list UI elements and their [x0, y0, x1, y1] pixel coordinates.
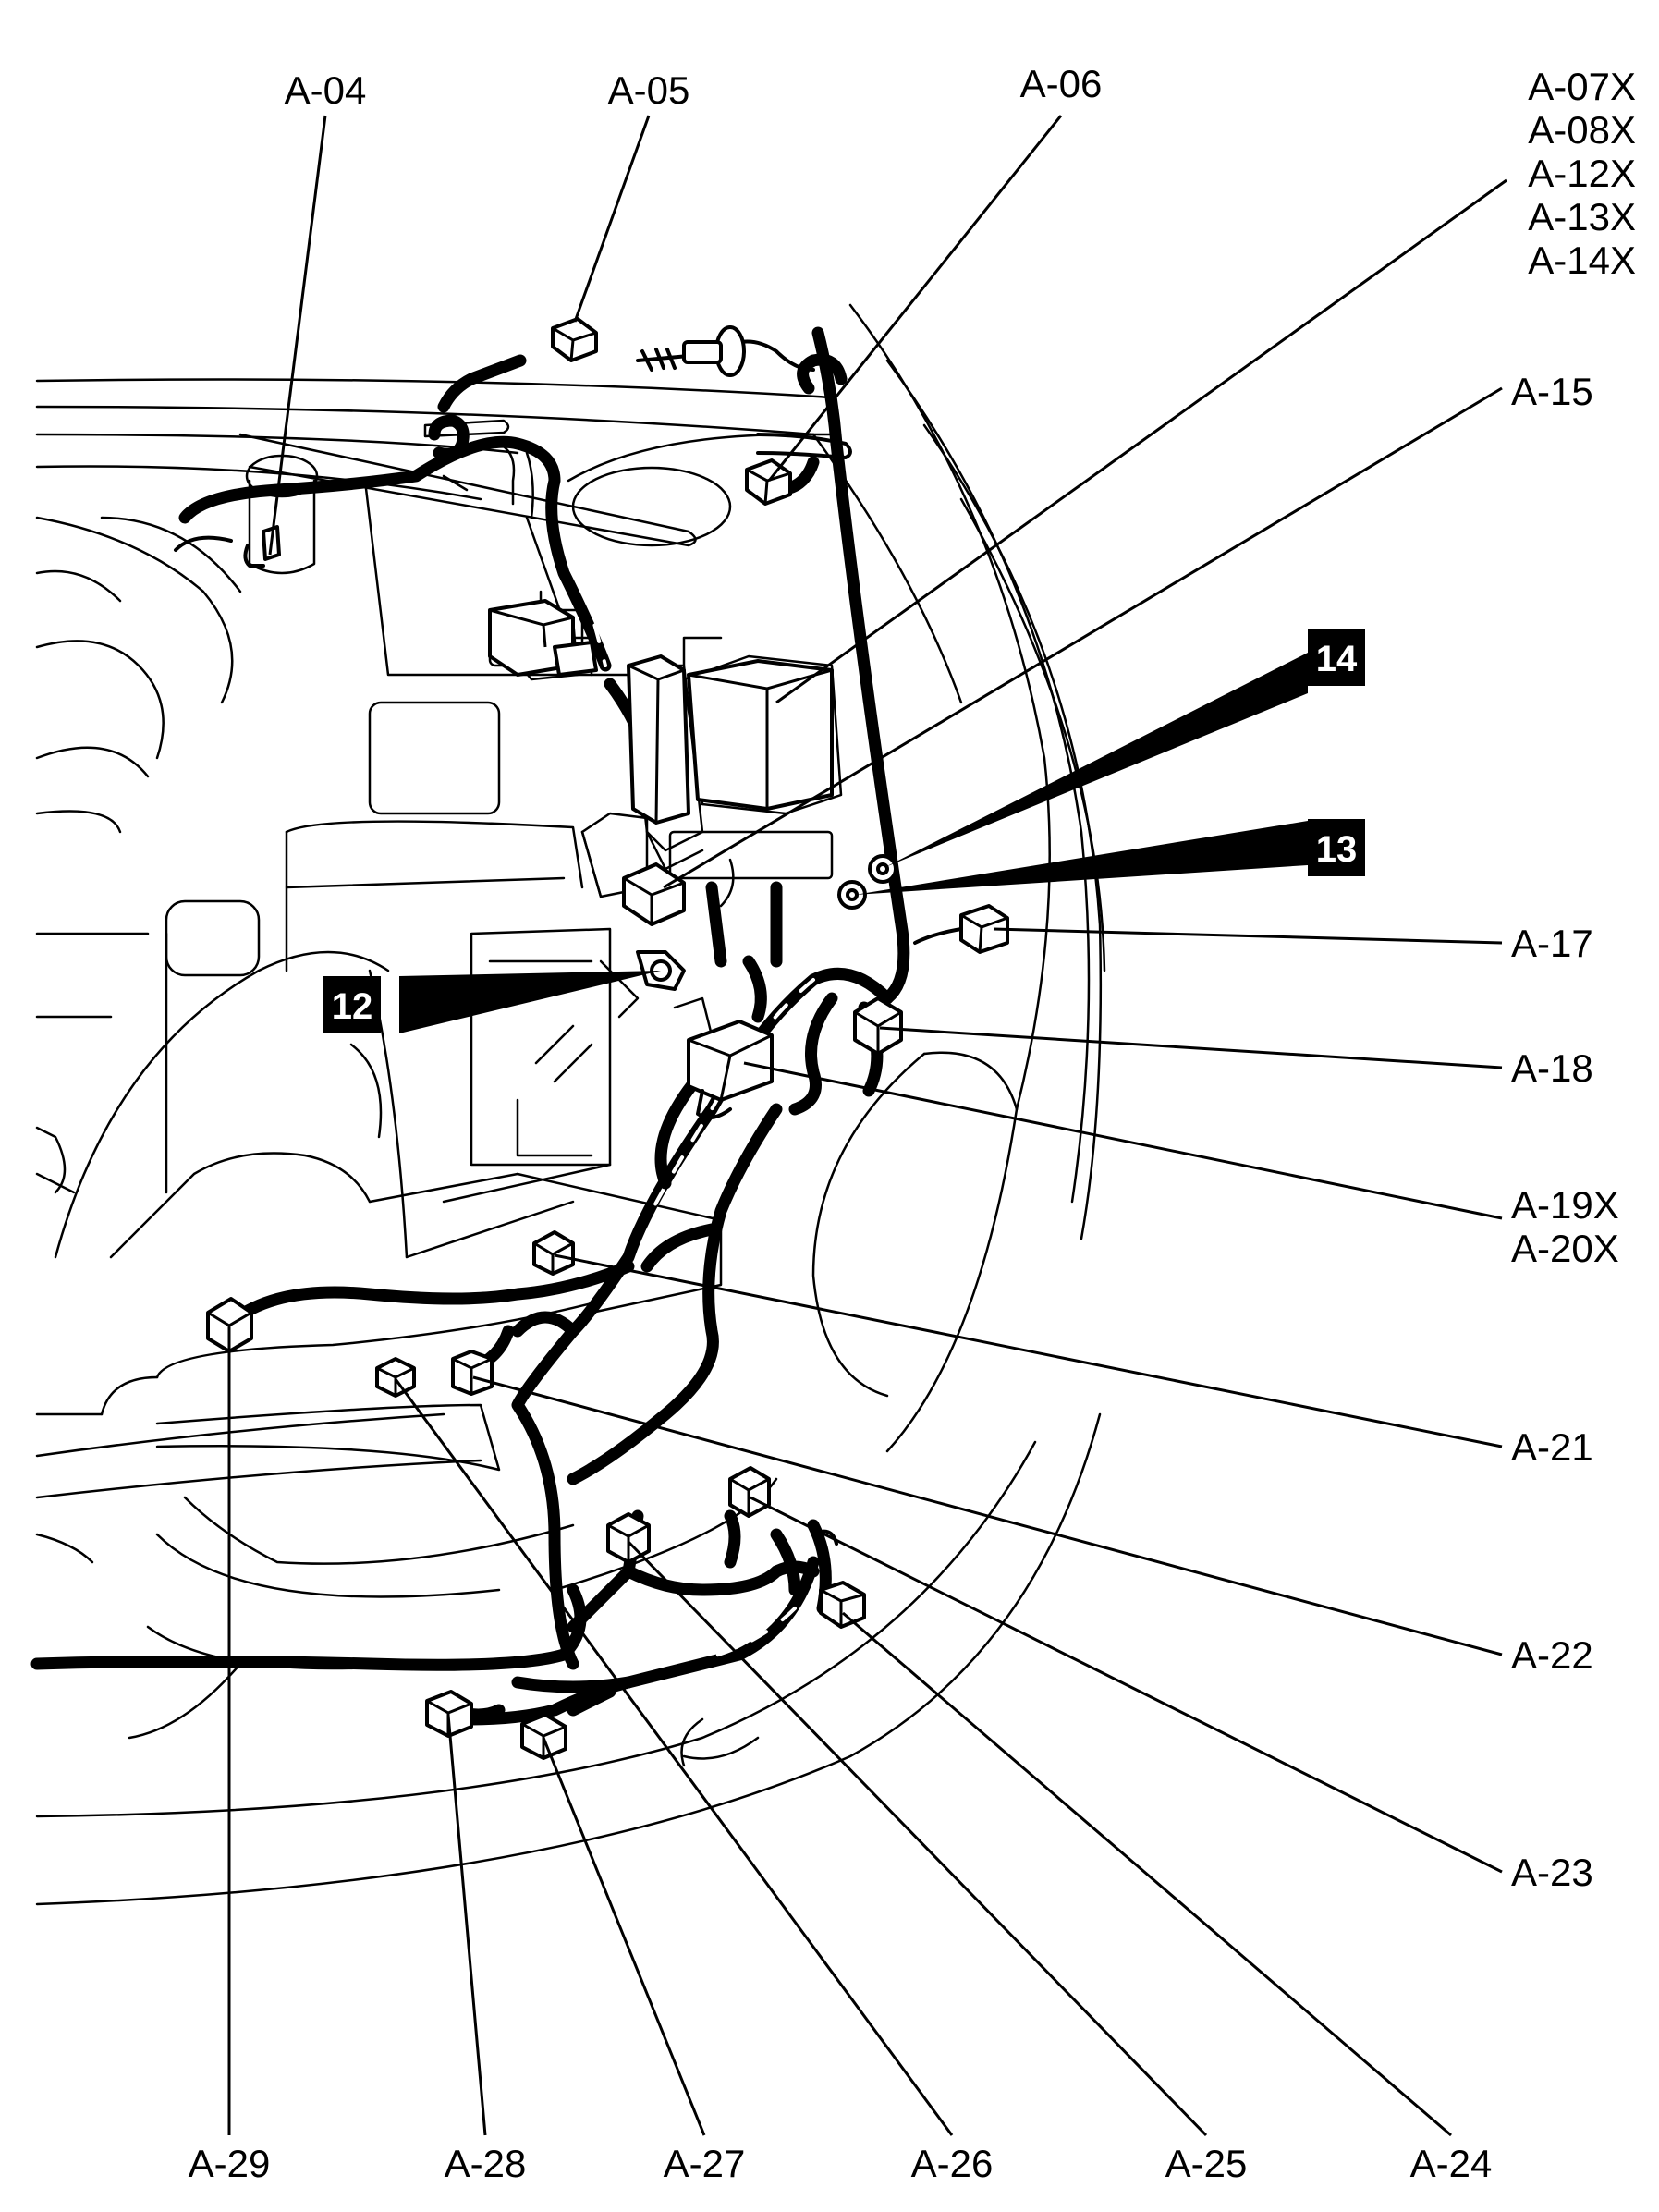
connector-a15 — [622, 862, 686, 926]
label-a17: A-17 — [1511, 922, 1593, 965]
label-a18: A-18 — [1511, 1046, 1593, 1090]
label-a19: A-19X — [1511, 1183, 1619, 1227]
grommet — [636, 325, 746, 377]
connector-a26 — [375, 1357, 416, 1398]
label-a15: A-15 — [1511, 370, 1593, 413]
callout-12: 12 — [323, 971, 661, 1033]
connector-a25 — [606, 1512, 651, 1564]
label-a05: A-05 — [608, 68, 690, 112]
label-a07: A-07X — [1528, 65, 1636, 108]
label-a20: A-20X — [1511, 1227, 1619, 1270]
label-a25: A-25 — [1165, 2142, 1248, 2185]
connector-a05 — [551, 317, 598, 362]
label-a14: A-14X — [1528, 238, 1636, 282]
label-a08: A-08X — [1528, 108, 1636, 152]
connector-a27 — [520, 1713, 567, 1760]
badge-12-label: 12 — [332, 986, 373, 1027]
label-a28: A-28 — [445, 2142, 527, 2185]
connector-a22 — [451, 1350, 494, 1396]
label-a13: A-13X — [1528, 195, 1636, 238]
connector-a23 — [728, 1466, 771, 1518]
label-a23: A-23 — [1511, 1851, 1593, 1894]
connector-a18 — [853, 996, 903, 1056]
connector-a21 — [532, 1230, 575, 1276]
connector-a19-a20 — [687, 1020, 774, 1119]
relay-box — [488, 599, 834, 825]
callout-13: 13 — [855, 819, 1365, 895]
label-a27: A-27 — [664, 2142, 746, 2185]
callout-14: 14 — [885, 629, 1365, 867]
label-a26: A-26 — [911, 2142, 994, 2185]
label-a06: A-06 — [1020, 62, 1103, 105]
label-a29: A-29 — [189, 2142, 271, 2185]
connector-a06 — [745, 458, 792, 506]
connectors — [206, 317, 1009, 1760]
label-a12: A-12X — [1528, 152, 1636, 195]
label-a21: A-21 — [1511, 1425, 1593, 1469]
leader-lines — [227, 115, 1507, 2137]
connector-labels: A-04 A-05 A-06 A-07X A-08X A-12X A-13X A… — [189, 62, 1636, 2185]
connector-a24 — [819, 1581, 866, 1629]
ground-bolts — [837, 854, 897, 910]
connector-a28 — [425, 1690, 473, 1738]
label-a24: A-24 — [1410, 2142, 1493, 2185]
connector-a17 — [913, 904, 1009, 954]
badge-14-label: 14 — [1316, 639, 1358, 679]
label-a04: A-04 — [285, 68, 367, 112]
wire-harness — [30, 326, 910, 1726]
connector-a29 — [206, 1297, 253, 1353]
badge-13-label: 13 — [1316, 829, 1358, 870]
label-a22: A-22 — [1511, 1633, 1593, 1677]
